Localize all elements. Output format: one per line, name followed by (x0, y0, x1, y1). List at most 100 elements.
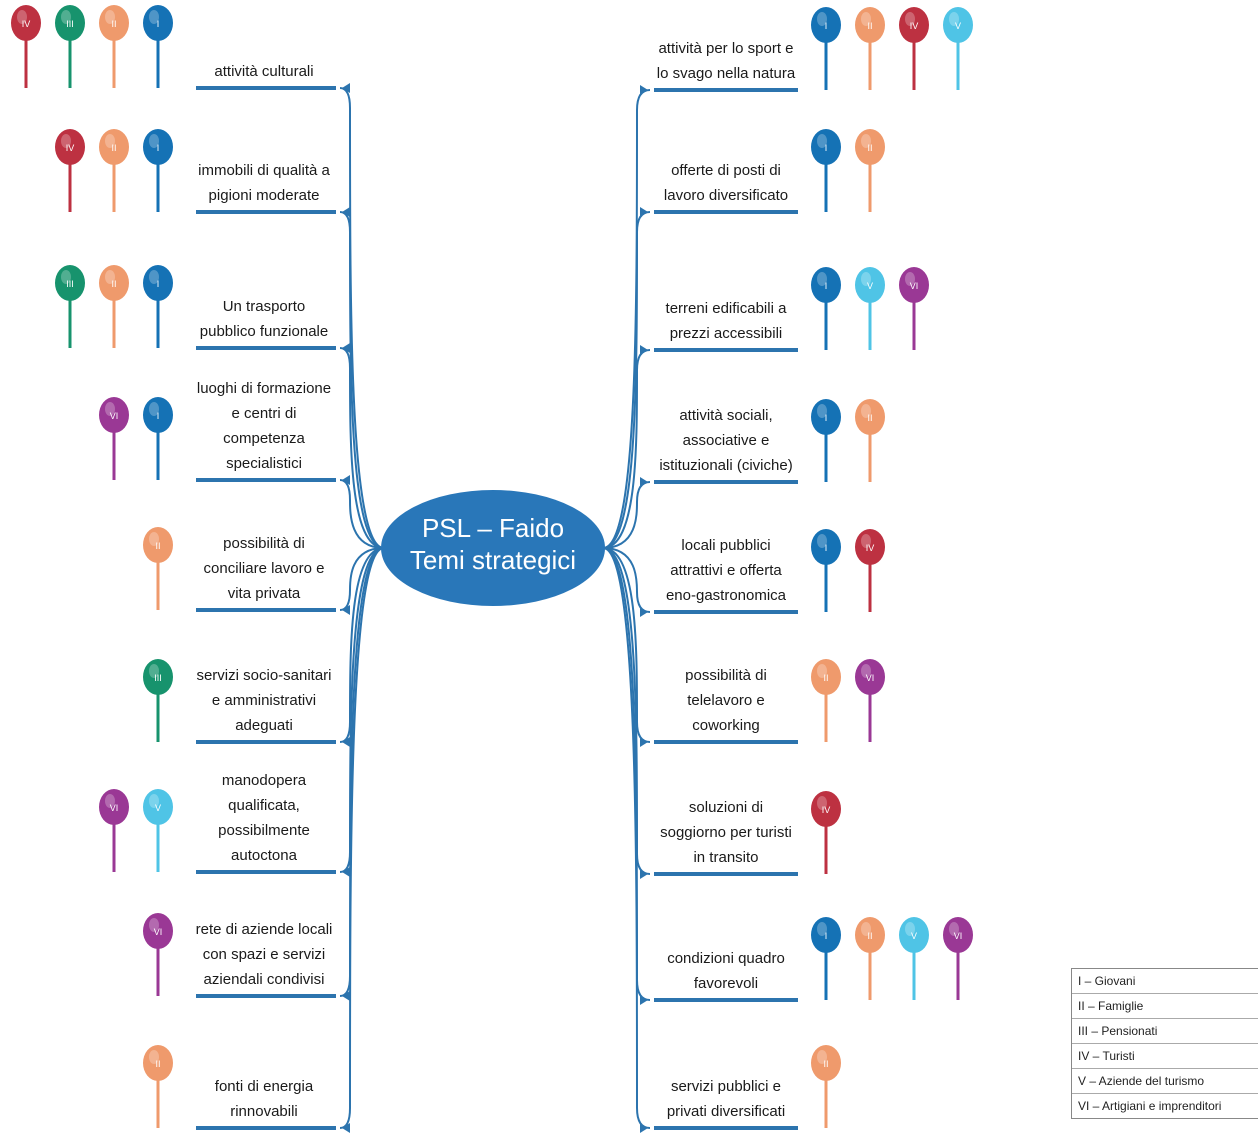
topic-label-line: adeguati (235, 717, 293, 734)
marker-pin-label: I (825, 931, 828, 941)
marker-pin-highlight (861, 404, 871, 418)
marker-pin-highlight (861, 534, 871, 548)
topic-label-line: prezzi accessibili (669, 325, 783, 342)
marker-pin-II: II (855, 129, 885, 212)
marker-pin-highlight (149, 270, 159, 284)
marker-pin-label: II (111, 143, 116, 153)
branch-arrowhead (640, 207, 648, 217)
legend: I – Giovani II – Famiglie III – Pensiona… (1071, 968, 1258, 1119)
marker-pin-label: I (157, 279, 160, 289)
marker-pin-head (899, 267, 929, 303)
marker-pin-highlight (817, 534, 827, 548)
marker-pin-label: IV (866, 543, 875, 553)
branch-arrowhead (342, 207, 350, 217)
marker-pin-label: II (823, 1059, 828, 1069)
marker-pin-head (143, 397, 173, 433)
marker-pin-label: VI (110, 803, 119, 813)
center-title-line-1: PSL – Faido (421, 513, 565, 543)
marker-pin-label: I (157, 411, 160, 421)
marker-pin-II: II (855, 399, 885, 482)
marker-pin-II: II (143, 1045, 173, 1128)
marker-pin-I: I (811, 129, 841, 212)
marker-pin-II: II (855, 7, 885, 90)
marker-pin-label: V (867, 281, 873, 291)
marker-pin-label: II (111, 19, 116, 29)
marker-pin-head (855, 129, 885, 165)
marker-pin-highlight (105, 794, 115, 808)
marker-pin-label: VI (910, 281, 919, 291)
marker-pin-head (811, 917, 841, 953)
marker-pin-VI: VI (99, 397, 129, 480)
branch-arrowhead (342, 605, 350, 615)
marker-pin-highlight (149, 134, 159, 148)
marker-pin-highlight (105, 270, 115, 284)
topic-label-line: con spazi e servizi (202, 946, 326, 963)
marker-pin-label: III (66, 19, 74, 29)
branch-connector (339, 547, 385, 743)
branch-arrowhead (342, 991, 350, 1001)
marker-pin-head (143, 789, 173, 825)
branch-arrowhead (640, 1123, 648, 1133)
marker-pin-head (55, 265, 85, 301)
marker-pin-head (943, 917, 973, 953)
topic-label-line: e amministrativi (211, 692, 317, 709)
marker-pin-highlight (149, 664, 159, 678)
marker-pin-head (811, 529, 841, 565)
marker-pin-head (811, 659, 841, 695)
marker-pin-label: III (154, 673, 162, 683)
topic-label-line: istituzionali (civiche) (659, 457, 793, 474)
marker-pin-head (143, 659, 173, 695)
marker-pin-II: II (99, 129, 129, 212)
topic-label-line: coworking (692, 717, 760, 734)
marker-pin-head (99, 5, 129, 41)
marker-pin-III: III (55, 265, 85, 348)
marker-pin-II: II (143, 527, 173, 610)
marker-pin-IV: IV (811, 791, 841, 874)
marker-pin-highlight (817, 1050, 827, 1064)
topic-label-line: servizi pubblici e (670, 1078, 782, 1095)
marker-pin-highlight (61, 10, 71, 24)
marker-pin-highlight (149, 794, 159, 808)
marker-pin-highlight (817, 664, 827, 678)
marker-pin-II: II (99, 265, 129, 348)
topic-label-line: privati diversificati (666, 1103, 786, 1120)
marker-pin-highlight (149, 1050, 159, 1064)
topic-label-line: possibilità di (223, 535, 305, 552)
marker-pin-head (99, 129, 129, 165)
topic-label-line: favorevoli (693, 975, 759, 992)
marker-pin-highlight (61, 270, 71, 284)
legend-item: II – Famiglie (1072, 994, 1258, 1019)
marker-pin-highlight (105, 10, 115, 24)
marker-pin-I: I (811, 917, 841, 1000)
marker-pin-head (855, 917, 885, 953)
topic-label-line: possibilità di (685, 667, 767, 684)
topic-underlines (196, 86, 798, 1130)
marker-pin-head (11, 5, 41, 41)
topic-label-line: possibilmente (218, 822, 310, 839)
marker-pin-highlight (861, 272, 871, 286)
branch-arrowhead (640, 737, 648, 747)
marker-pin-label: I (825, 143, 828, 153)
marker-pin-highlight (61, 134, 71, 148)
marker-pin-I: I (143, 397, 173, 480)
topic-label-line: terreni edificabili a (665, 300, 787, 317)
topic-label-line: aziendali condivisi (203, 971, 325, 988)
marker-pin-II: II (811, 659, 841, 742)
marker-pin-head (855, 529, 885, 565)
marker-pin-label: V (155, 803, 161, 813)
branch-arrowhead (342, 1123, 350, 1133)
topic-label-line: attività culturali (214, 63, 314, 80)
marker-pin-label: I (825, 21, 828, 31)
marker-pin-label: I (825, 543, 828, 553)
topic-label-line: competenza (223, 430, 305, 447)
topic-label-line: eno-gastronomica (665, 587, 787, 604)
branch-connector (339, 547, 385, 997)
